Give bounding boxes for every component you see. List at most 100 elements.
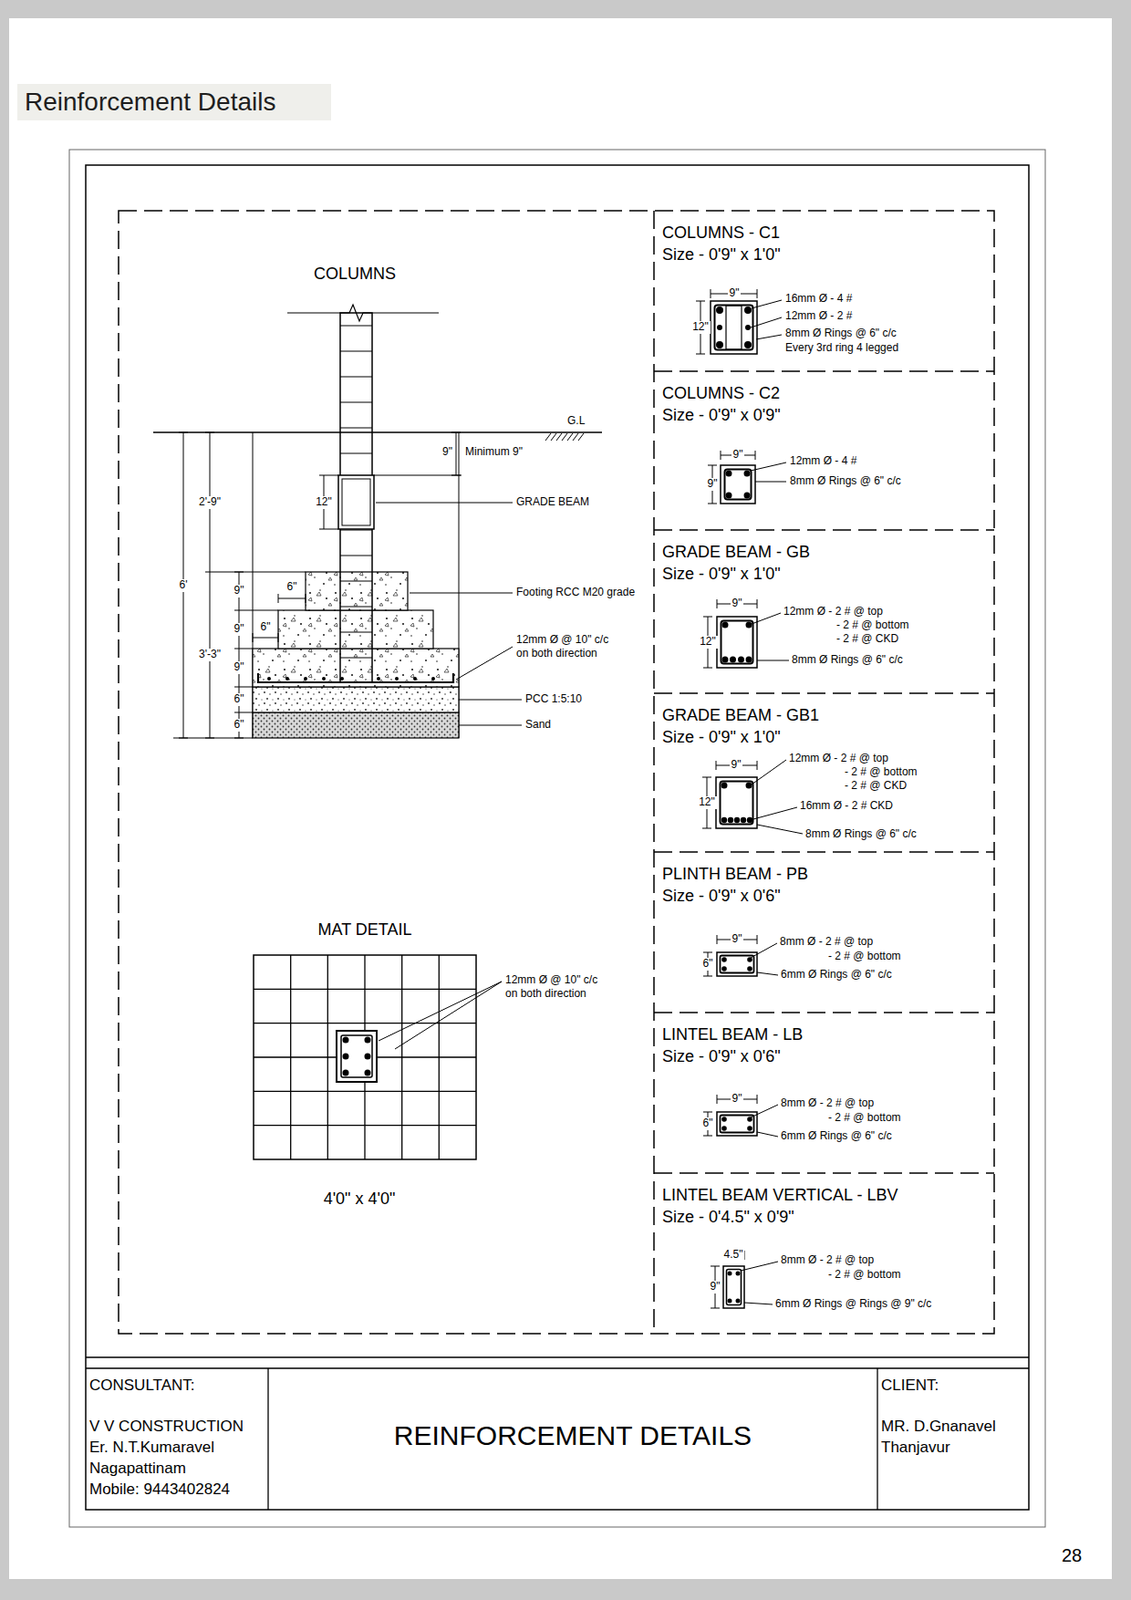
callout-text: Minimum 9" (463, 446, 525, 459)
callout-text: 8mm Ø Rings @ 6" c/c (788, 475, 903, 488)
leader-lines (751, 759, 803, 834)
stirrup (721, 621, 754, 665)
dimension-text: 12" (313, 496, 334, 509)
callout-text: 8mm Ø - 2 # @ top (778, 1097, 876, 1111)
inner-frame (85, 165, 1029, 1510)
section-gb (703, 599, 789, 668)
dimension-text: 6" (701, 1117, 716, 1131)
callout-text: 12mm Ø @ 10" c/c (514, 633, 611, 647)
leader-lines (750, 462, 787, 482)
callout-text: 16mm Ø - 4 # (783, 292, 854, 306)
detail-panel: PLINTH BEAM - PBSize - 0'9" x 0'6" (653, 851, 995, 1013)
heading-text: GRADE BEAM - GB1 (662, 704, 987, 727)
dimension-text: 9" (232, 622, 247, 636)
column-ring (341, 1035, 373, 1078)
rebar-dots (726, 470, 751, 499)
body-text: Size - 0'9" x 1'0" (662, 243, 987, 266)
section-c2 (707, 450, 787, 504)
callout-text: Footing RCC M20 grade (514, 586, 637, 600)
leader-lines (751, 612, 789, 661)
callout-text: PCC 1:5:10 (523, 693, 584, 706)
body-text: Size - 0'9" x 0'6" (662, 1045, 987, 1068)
leader-lines (750, 300, 782, 340)
sand-bed (252, 712, 459, 738)
footing-step (305, 571, 408, 611)
stirrup (720, 781, 754, 825)
stirrup (720, 955, 755, 974)
dimension-text: 9" (727, 287, 742, 301)
ground-line (153, 431, 602, 434)
leader-lines (378, 981, 502, 1049)
stirrup (726, 1269, 742, 1306)
rebar-dots (721, 782, 754, 824)
dimension-text: 6" (232, 718, 247, 732)
callout-text: on both direction (514, 647, 600, 661)
heading-text: LINTEL BEAM - LB (662, 1023, 987, 1046)
callout-text: 12mm Ø - 2 # @ top (781, 605, 885, 619)
drawing-heading: MAT DETAIL (315, 920, 414, 940)
mat-grid (253, 954, 477, 1160)
callout-text: 8mm Ø Rings @ 6" c/c (789, 653, 905, 667)
dimension-text: 12" (696, 796, 717, 810)
dimension-text: 9" (232, 661, 247, 675)
callout-text: - 2 # @ CKD (834, 632, 901, 646)
excavation-line (252, 432, 459, 738)
page-sheet (9, 18, 1112, 1579)
section-outline (720, 465, 756, 504)
dimension-lines (173, 432, 462, 738)
dimension-text: 9" (705, 477, 720, 491)
section-outline (716, 952, 758, 976)
callout-text: GRADE BEAM (514, 496, 592, 509)
section-outline (723, 1265, 745, 1308)
grade-beam (338, 475, 374, 530)
rebar-dots (727, 1271, 741, 1304)
dimension-text: 9" (730, 597, 745, 611)
callout-text: 6mm Ø Rings @ 6" c/c (778, 1130, 894, 1143)
rebar-dots (722, 622, 753, 664)
heading-text: REINFORCEMENT DETAILS (268, 1419, 878, 1452)
body-text: Size - 0'9" x 0'6" (662, 884, 987, 907)
detail-panel: LINTEL BEAM - LBSize - 0'9" x 0'6" (653, 1012, 995, 1173)
heading-text: COLUMNS - C2 (662, 382, 987, 405)
drawing-heading: COLUMNS (311, 264, 398, 284)
dimension-text: 3'-3" (197, 648, 223, 662)
column-section (336, 1030, 377, 1082)
rebar-dots (342, 1037, 372, 1077)
footing-elevation (153, 304, 602, 738)
callout-text: - 2 # @ CKD (842, 779, 909, 793)
dimension-text: 6" (259, 621, 273, 634)
page-number: 28 (1059, 1545, 1084, 1567)
body-text: Size - 0'9" x 1'0" (662, 562, 987, 585)
dimension-text: 2'-9" (197, 496, 223, 509)
body-text: Size - 0'9" x 0'9" (662, 404, 987, 426)
dimension-text: 6" (285, 581, 300, 594)
dimension-text: 9" (729, 758, 744, 772)
dimension-text: 9" (730, 1092, 745, 1106)
outer-frame (69, 149, 1046, 1527)
mat-detail (253, 954, 502, 1160)
section-outline (715, 777, 758, 829)
dimension-text: 4.5" (722, 1248, 746, 1262)
callout-text: - 2 # @ bottom (826, 1111, 903, 1125)
body-text: Mobile: 9443402824 (89, 1478, 265, 1500)
callout-text: - 2 # @ bottom (834, 619, 912, 633)
heading-text: CLIENT: (881, 1374, 1026, 1396)
footing-step (278, 610, 434, 649)
callout-text: - 2 # @ bottom (826, 1268, 903, 1282)
title-block-cell: CONSULTANT:V V CONSTRUCTIONEr. N.T.Kumar… (85, 1368, 269, 1510)
callout-text: 12mm Ø @ 10" c/c (503, 974, 600, 987)
mesh-bar (258, 673, 454, 683)
body-text: MR. D.Gnanavel (881, 1415, 1026, 1437)
inner-ring (726, 305, 742, 350)
dimension-text: 9" (232, 584, 247, 598)
drawing-heading: 4'0" x 4'0" (321, 1189, 398, 1209)
dimension-text: 9" (731, 448, 746, 462)
heading-text: LINTEL BEAM VERTICAL - LBV (662, 1183, 987, 1206)
callout-text: 8mm Ø Rings @ 6" c/c (783, 327, 899, 341)
rebar-dots (715, 306, 752, 349)
section-gb1 (702, 759, 803, 834)
callout-text: Every 3rd ring 4 legged (783, 342, 901, 355)
callout-text: 8mm Ø - 2 # @ top (778, 1254, 876, 1267)
